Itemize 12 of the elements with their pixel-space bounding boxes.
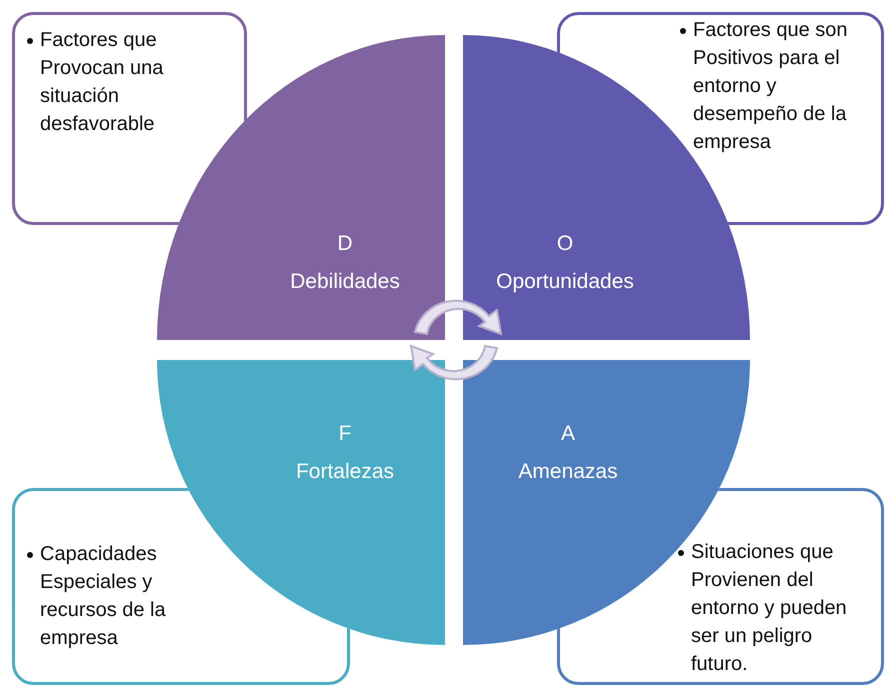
- quadrant-letter: F: [338, 422, 352, 446]
- bullet-text: Factores que Provocan una situación desfavorable: [40, 28, 164, 137]
- quadrant-letter: D: [336, 232, 354, 256]
- quadrant-title: Amenazas: [517, 460, 619, 484]
- bullet-text: Capacidades Especiales y recursos de la empresa: [40, 542, 167, 651]
- quadrant-title: Oportunidades: [495, 270, 635, 294]
- quadrant-letter: A: [560, 422, 576, 446]
- bullet-text: Factores que son Positivos para el entorno y desempeño de la empresa: [693, 18, 849, 155]
- bullet-text: Situaciones que Provienen del entorno y pueden ser un peligro futuro.: [691, 540, 848, 677]
- quadrant-letter: O: [556, 232, 574, 256]
- quadrant-title: Fortalezas: [294, 460, 396, 484]
- quadrant-title: Debilidades: [289, 270, 401, 294]
